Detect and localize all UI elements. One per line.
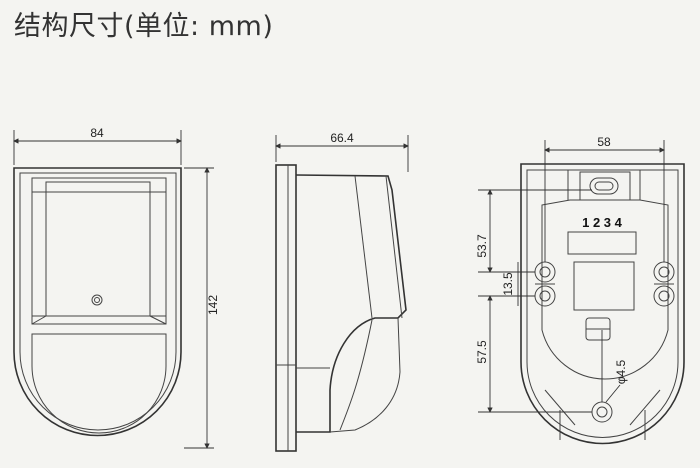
left-mount-holes <box>534 261 556 307</box>
terminal-block <box>567 231 637 255</box>
front-inner-outline <box>19 172 177 431</box>
side-back-plate <box>275 164 297 452</box>
front-height-label: 142 <box>206 295 220 315</box>
led-indicator <box>91 294 103 306</box>
front-width-label: 84 <box>90 126 104 140</box>
back-lower-label: 57.5 <box>475 340 489 364</box>
side-view: 66.4 <box>275 131 409 452</box>
front-lower-cover <box>31 333 167 434</box>
back-mid-label: 13.5 <box>501 272 515 296</box>
page-title: 结构尺寸(单位: mm) <box>14 11 274 42</box>
back-width-label: 58 <box>597 135 611 149</box>
back-view: 1 2 3 4 58 <box>475 135 685 445</box>
side-lower-body <box>329 317 401 433</box>
back-inner-outline <box>526 169 679 438</box>
side-body-profile <box>295 174 407 433</box>
terminal-labels: 1 2 3 4 <box>582 215 623 230</box>
wire-opening <box>573 261 635 311</box>
side-depth-label: 66.4 <box>330 131 354 145</box>
right-mount-holes <box>653 261 675 307</box>
bottom-mount-hole <box>591 401 613 423</box>
front-window-frame <box>31 177 167 325</box>
back-recess <box>541 199 669 380</box>
front-outer-outline <box>13 167 182 437</box>
front-view: 84 142 <box>13 126 220 449</box>
hole-diameter-label: φ4.5 <box>614 359 628 384</box>
front-window <box>45 181 151 317</box>
back-upper-label: 53.7 <box>475 234 489 258</box>
top-mount-slot <box>589 177 619 195</box>
back-outer-outline <box>520 163 685 445</box>
